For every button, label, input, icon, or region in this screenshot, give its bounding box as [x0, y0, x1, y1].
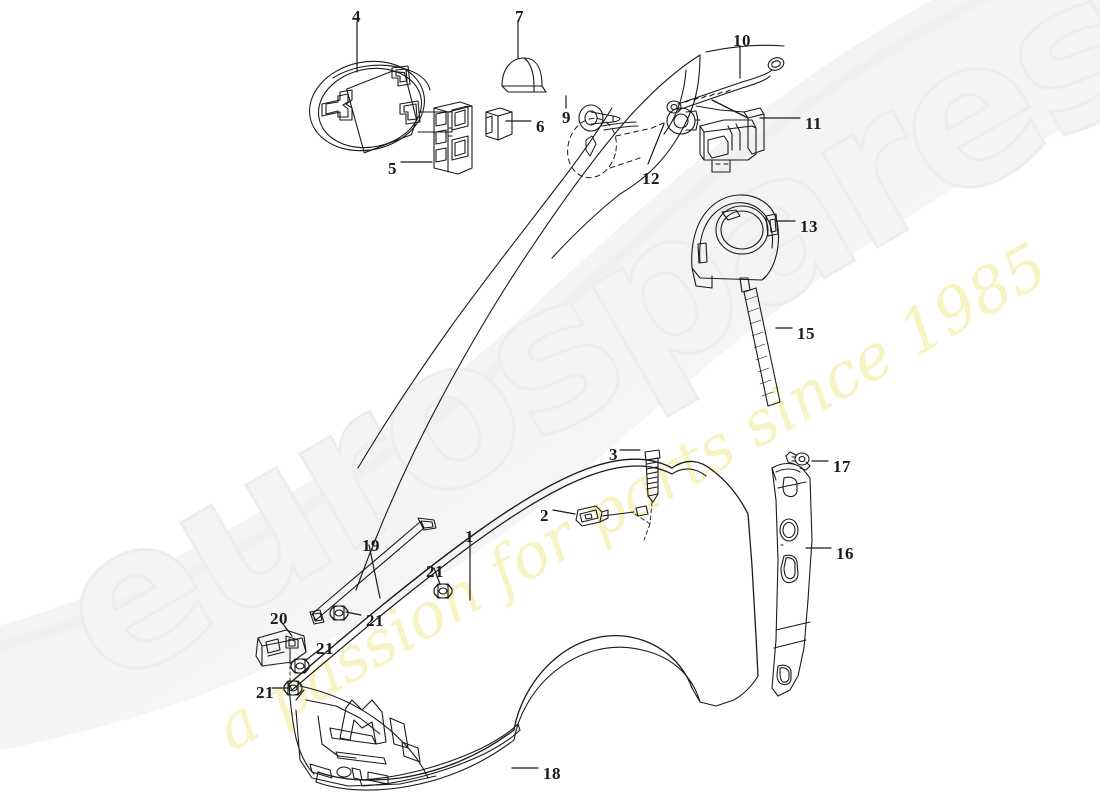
- part-10-release-cable: [666, 57, 785, 114]
- part-17-fastener: [785, 451, 811, 471]
- callout-21-b: 21: [366, 611, 384, 630]
- body-panel-reference-outline: [355, 44, 785, 591]
- part-19-brace-rod: [309, 517, 437, 625]
- callout-7: 7: [515, 7, 524, 26]
- part-11-lock-actuator: [695, 99, 765, 173]
- part-18-lower-trim: [359, 723, 521, 787]
- part-21-nut-c: [290, 658, 310, 674]
- part-21-nut-b: [329, 605, 349, 621]
- part-2-clip-nut: [575, 505, 609, 527]
- part-12-bushing: [666, 107, 701, 135]
- callout-16: 16: [836, 544, 854, 563]
- callout-10: 10: [733, 31, 751, 50]
- body-inner-detail: [585, 121, 639, 157]
- part-9-grommet: [578, 104, 621, 132]
- callout-21-a: 21: [426, 562, 444, 581]
- callout-19: 19: [362, 536, 380, 555]
- fender-inner-structure: [295, 685, 437, 787]
- callout-21-c: 21: [316, 639, 334, 658]
- callout-9: 9: [562, 108, 571, 127]
- part-5-latch-assembly: [433, 101, 473, 175]
- callout-2: 2: [540, 506, 549, 525]
- callout-20: 20: [270, 609, 288, 628]
- watermark-swoosh: [0, 0, 1100, 751]
- part-21-nut-d: [283, 680, 303, 696]
- part-4-mirror-cover: [308, 60, 453, 154]
- callout-11: 11: [805, 114, 823, 133]
- part-15-seal-strip: [743, 287, 781, 407]
- callout-1: 1: [465, 527, 474, 546]
- callout-3: 3: [609, 445, 618, 464]
- callout-6: 6: [536, 117, 545, 136]
- body-locating-outline: [567, 117, 667, 179]
- callout-13: 13: [800, 217, 818, 236]
- part-21-nut-a: [433, 583, 453, 599]
- part-13-filler-housing: [691, 194, 780, 293]
- callout-15: 15: [797, 324, 815, 343]
- part-1-front-fender: [288, 458, 759, 791]
- callout-12: 12: [642, 169, 660, 188]
- callout-21-d: 21: [256, 683, 274, 702]
- part-6-clip: [485, 107, 513, 141]
- callout-18: 18: [543, 764, 561, 783]
- part-3-screw: [601, 449, 661, 541]
- callout-4: 4: [352, 7, 361, 26]
- part-7-end-cap: [501, 57, 547, 93]
- callout-5: 5: [388, 159, 397, 178]
- leader-lines: [271, 21, 832, 769]
- part-16-reinforcement-panel: [771, 462, 813, 697]
- callout-17: 17: [833, 457, 851, 476]
- part-15-hatching: [745, 295, 774, 397]
